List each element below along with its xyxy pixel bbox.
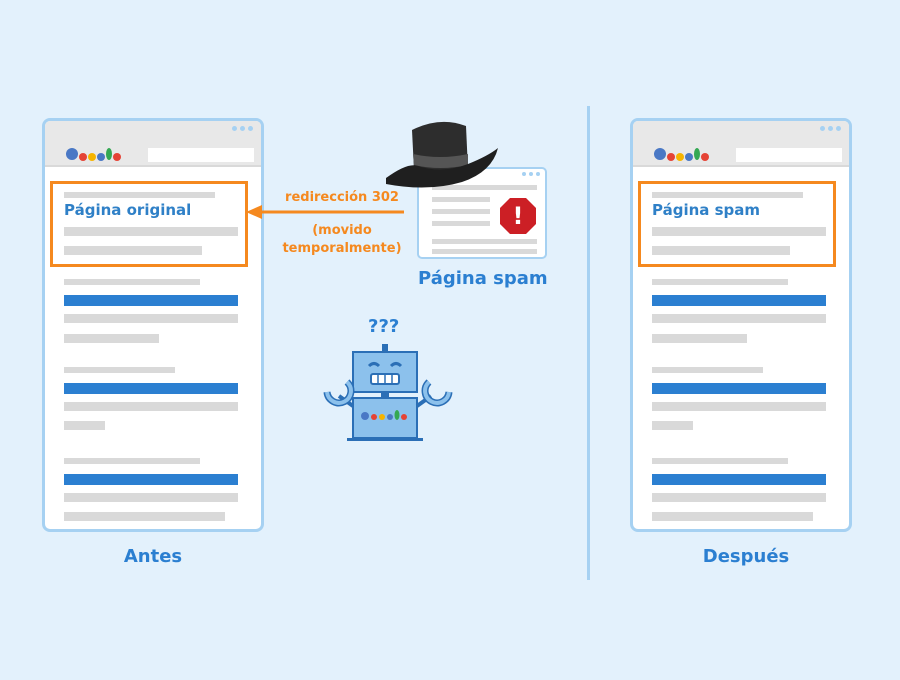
caption-before: Antes <box>123 546 183 567</box>
result-link-line <box>64 383 238 394</box>
browser-toolbar <box>633 121 849 167</box>
placeholder-line <box>652 227 826 236</box>
black-hat-icon <box>386 121 498 188</box>
placeholder-line <box>652 334 747 343</box>
placeholder-line <box>64 367 175 373</box>
placeholder-line <box>64 279 200 285</box>
placeholder-line <box>64 402 238 411</box>
window-controls <box>232 126 253 131</box>
result-title: Página original <box>64 201 192 219</box>
placeholder-line <box>432 185 537 190</box>
placeholder-line <box>652 279 788 285</box>
placeholder-line <box>432 249 537 254</box>
placeholder-line <box>64 493 238 502</box>
warning-octagon-icon <box>500 198 536 234</box>
placeholder-line <box>652 421 693 430</box>
placeholder-line <box>652 493 826 502</box>
browser-toolbar <box>45 121 261 167</box>
search-bar[interactable] <box>148 148 254 162</box>
placeholder-line <box>432 239 537 244</box>
placeholder-line <box>652 192 803 198</box>
placeholder-line <box>432 221 490 226</box>
redirect-label: redirección 302 <box>285 190 399 205</box>
search-bar[interactable] <box>736 148 842 162</box>
placeholder-line <box>64 192 215 198</box>
placeholder-line <box>432 197 490 202</box>
placeholder-line <box>432 209 490 214</box>
google-dots-logo-icon <box>654 148 709 161</box>
result-link-line <box>652 295 826 306</box>
window-controls <box>820 126 841 131</box>
result-link-line <box>652 474 826 485</box>
placeholder-line <box>652 512 813 521</box>
redirect-note-line2: temporalmente) <box>282 241 402 256</box>
divider-line <box>587 106 590 580</box>
redirect-arrow-icon <box>246 205 404 219</box>
placeholder-line <box>64 458 200 464</box>
result-title: Página spam <box>652 201 761 219</box>
warning-symbol: ! <box>512 202 524 230</box>
placeholder-line <box>64 512 225 521</box>
placeholder-line <box>652 458 788 464</box>
placeholder-line <box>64 227 238 236</box>
highlight-box <box>50 181 248 267</box>
placeholder-line <box>64 334 159 343</box>
result-link-line <box>64 474 238 485</box>
placeholder-line <box>652 367 763 373</box>
placeholder-line <box>652 402 826 411</box>
placeholder-line <box>64 246 202 255</box>
question-marks: ??? <box>368 316 400 337</box>
googlebot-robot-icon <box>323 344 453 441</box>
google-dots-logo-icon <box>66 148 121 161</box>
window-controls <box>522 172 540 176</box>
browser-before: Página original <box>42 118 264 532</box>
result-link-line <box>64 295 238 306</box>
placeholder-line <box>652 246 790 255</box>
placeholder-line <box>64 421 105 430</box>
redirect-note-line1: (movido <box>312 223 372 238</box>
result-link-line <box>652 383 826 394</box>
caption-after: Después <box>702 546 790 567</box>
spam-page-label: Página spam <box>418 268 548 289</box>
browser-after: Página spam <box>630 118 852 532</box>
placeholder-line <box>652 314 826 323</box>
highlight-box <box>638 181 836 267</box>
placeholder-line <box>64 314 238 323</box>
